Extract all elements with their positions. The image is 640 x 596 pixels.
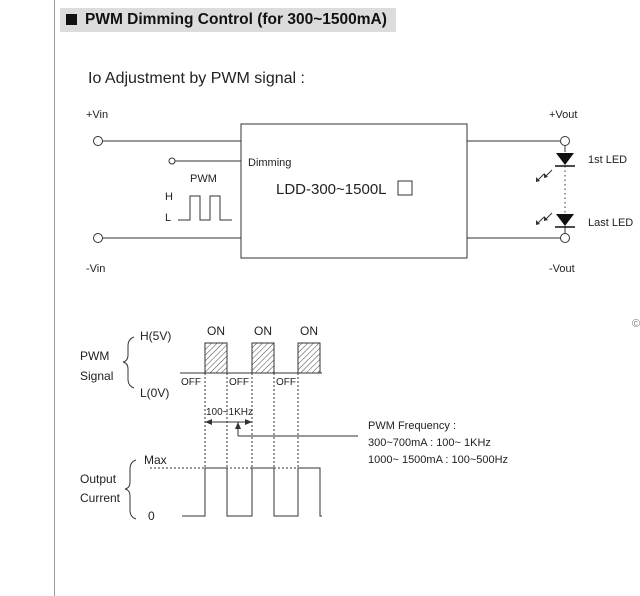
pwm-input-label: PWM: [190, 173, 217, 185]
last-led-label: Last LED: [588, 217, 633, 229]
off-label-1: OFF: [181, 377, 201, 388]
section-header: PWM Dimming Control (for 300~1500mA): [60, 8, 396, 32]
on-label-3: ON: [300, 324, 318, 338]
vin-plus-label: +Vin: [86, 109, 108, 121]
diagram-subtitle: Io Adjustment by PWM signal :: [88, 70, 305, 87]
first-led-label: 1st LED: [588, 154, 627, 166]
period-arrow-left: [205, 419, 212, 425]
ldd-module-box: [240, 123, 468, 259]
pwm-signal-waveform: [180, 342, 322, 374]
frequency-line-2: 1000~ 1500mA : 100~500Hz: [368, 454, 508, 466]
last-led-icon: [536, 212, 575, 228]
copyright-mark: ©: [632, 318, 640, 330]
on-label-2: ON: [254, 324, 272, 338]
off-label-2: OFF: [229, 377, 249, 388]
pwm-input-high-label: H: [165, 191, 173, 203]
vin-plus-terminal: [93, 136, 103, 146]
pwm-signal-label-1: PWM: [80, 349, 109, 363]
vout-minus-label: -Vout: [549, 263, 575, 275]
section-bullet-square: [66, 14, 77, 25]
vin-minus-terminal: [93, 233, 103, 243]
model-suffix-box: [397, 180, 413, 196]
max-level-label: Max: [144, 453, 167, 467]
pwm-signal-label-2: Signal: [80, 369, 113, 383]
low-level-label: L(0V): [140, 386, 169, 400]
frequency-line-1: 300~700mA : 100~ 1KHz: [368, 437, 491, 449]
circuit-diagram: [93, 123, 570, 259]
period-label: 100~1KHz: [206, 407, 253, 418]
output-current-label-1: Output: [80, 472, 117, 486]
on-region-2: [251, 342, 275, 374]
vout-plus-terminal: [560, 136, 570, 146]
page-left-border: [54, 0, 55, 596]
pwm-input-waveform: [178, 195, 232, 221]
output-current-brace: [124, 459, 137, 520]
vout-minus-terminal: [560, 233, 570, 243]
module-model-label: LDD-300~1500L: [276, 181, 387, 198]
dimming-terminal: [168, 157, 176, 165]
off-label-3: OFF: [276, 377, 296, 388]
on-region-1: [204, 342, 228, 374]
on-label-1: ON: [207, 324, 225, 338]
pwm-signal-brace: [122, 336, 135, 389]
output-current-label-2: Current: [80, 491, 121, 505]
zero-level-label: 0: [148, 509, 155, 523]
output-current-waveform: [182, 467, 322, 517]
period-arrow-right: [245, 419, 252, 425]
frequency-title: PWM Frequency :: [368, 420, 456, 432]
vout-plus-label: +Vout: [549, 109, 577, 121]
high-level-label: H(5V): [140, 329, 171, 343]
period-pointer-arrow: [235, 422, 241, 429]
vin-minus-label: -Vin: [86, 263, 105, 275]
first-led-icon: [536, 153, 575, 182]
section-title: PWM Dimming Control (for 300~1500mA): [85, 11, 387, 28]
pwm-input-low-label: L: [165, 212, 171, 224]
dimming-label: Dimming: [248, 157, 291, 169]
on-region-3: [297, 342, 321, 374]
